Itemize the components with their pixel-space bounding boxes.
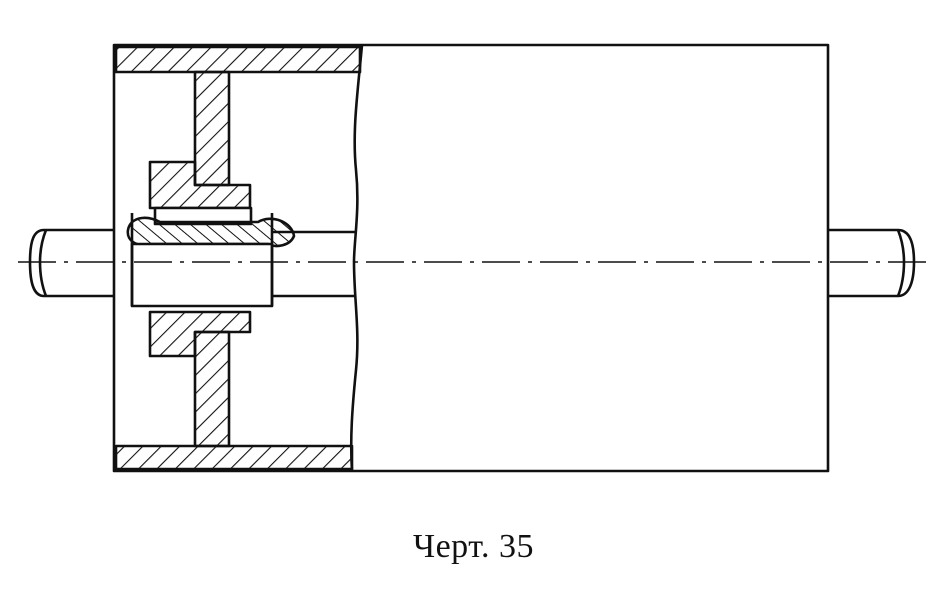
shell-wall-top: [114, 45, 362, 74]
figure-caption: Черт. 35: [412, 528, 535, 565]
break-line: [349, 44, 364, 472]
drum-outline: [112, 43, 830, 473]
end-disc-lower: [193, 330, 231, 448]
weld-bead: [126, 216, 296, 248]
shaft-left-chamfer: [38, 229, 48, 297]
hub-lower: [148, 310, 252, 358]
shell-wall-bottom: [114, 444, 354, 471]
shaft-right-chamfer: [896, 229, 906, 297]
hub-upper: [148, 160, 252, 210]
end-disc-upper: [193, 70, 231, 187]
inner-sleeve: [130, 242, 274, 308]
